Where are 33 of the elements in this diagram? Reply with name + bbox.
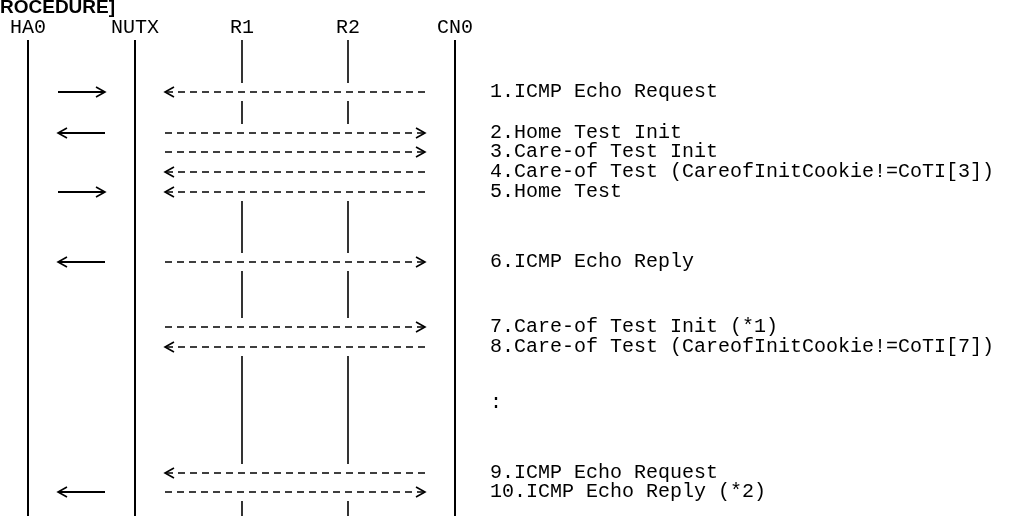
arrow <box>57 127 106 139</box>
message-label: 5.Home Test <box>490 182 623 202</box>
arrow <box>57 186 106 198</box>
message-label: 6.ICMP Echo Reply <box>490 252 695 272</box>
dashed-arrow <box>164 321 426 333</box>
arrow <box>57 86 106 98</box>
participant-name: R1 <box>230 18 254 38</box>
participant-name: CN0 <box>437 18 473 38</box>
message-label: 3.Care-of Test Init <box>490 142 719 162</box>
arrow <box>57 486 106 498</box>
participant-name: NUTX <box>111 18 159 38</box>
message-label: 2.Home Test Init <box>490 123 683 143</box>
message-label: 4.Care-of Test (CareofInitCookie!=CoTI[3]) <box>490 162 995 182</box>
dashed-arrow <box>164 186 426 198</box>
message-label: 1.ICMP Echo Request <box>490 82 719 102</box>
arrow <box>57 256 106 268</box>
message-label: 10.ICMP Echo Reply (*2) <box>490 482 767 502</box>
dashed-arrow <box>164 341 426 353</box>
participant-name: HA0 <box>10 18 46 38</box>
message-label: : <box>490 393 502 413</box>
dashed-arrow <box>164 166 426 178</box>
participant <box>111 18 159 516</box>
dashed-arrow <box>164 486 426 498</box>
dashed-arrow <box>164 127 426 139</box>
message-label: 8.Care-of Test (CareofInitCookie!=CoTI[7]) <box>490 337 995 357</box>
dashed-arrow <box>164 256 426 268</box>
message-label: 9.ICMP Echo Request <box>490 463 719 483</box>
dashed-arrow <box>164 467 426 479</box>
dashed-arrow <box>164 146 426 158</box>
message-label: 7.Care-of Test Init (*1) <box>490 317 779 337</box>
procedure-heading: ROCEDURE] <box>0 0 116 17</box>
dashed-arrow <box>164 86 426 98</box>
participant-name: R2 <box>336 18 360 38</box>
